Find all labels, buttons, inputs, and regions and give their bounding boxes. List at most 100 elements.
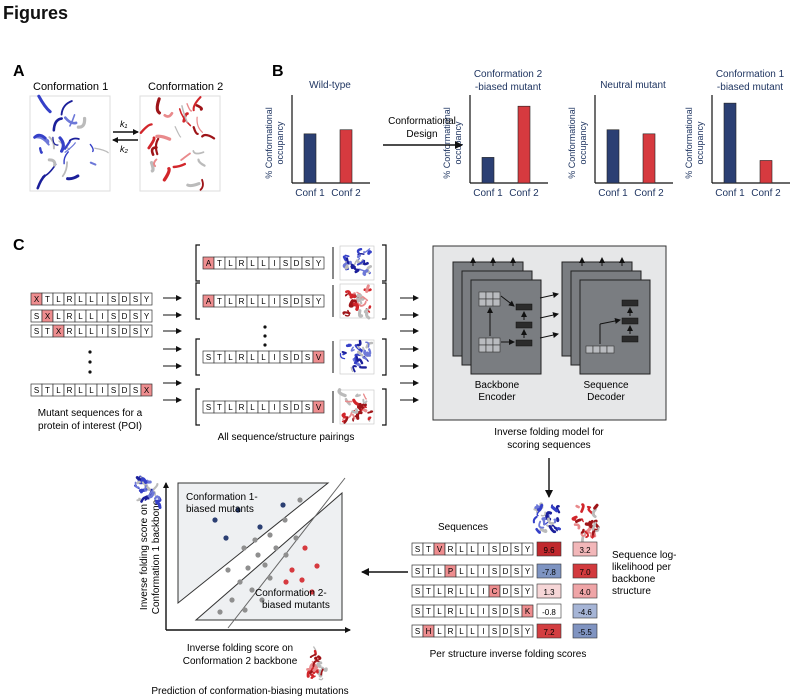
bar-chart-ylabel-line2: occupancy	[695, 121, 705, 165]
residue-letter: L	[437, 627, 442, 636]
residue-letter: T	[45, 327, 50, 336]
design-label-line2: Design	[406, 129, 437, 140]
region1-label-line2: biased mutants	[186, 504, 254, 515]
residue-letter: T	[426, 587, 431, 596]
bar-conf-2	[339, 129, 353, 184]
scatter-point-conf2	[299, 577, 305, 583]
bar-tick-label: Conf 2	[751, 188, 781, 199]
residue-letter: L	[437, 567, 442, 576]
residue-letter: Y	[316, 297, 322, 306]
protein-structure-conf1	[29, 94, 111, 192]
scatter-point-conf1	[235, 507, 241, 513]
scatter-point-conf2	[289, 567, 295, 573]
residue-letter: L	[250, 353, 255, 362]
score-structure-red	[571, 503, 600, 545]
scatter-point-conf2	[314, 563, 320, 569]
scatter-point-neutral	[237, 579, 243, 585]
residue-letter: S	[283, 403, 288, 412]
residue-letter: D	[122, 295, 128, 304]
residue-letter: L	[459, 587, 464, 596]
loglik-line3: backbone	[612, 574, 656, 585]
residue-letter: L	[228, 259, 233, 268]
scatter-structure-red	[306, 646, 328, 681]
residue-letter: S	[283, 353, 288, 362]
loglik-line4: structure	[612, 586, 651, 597]
residue-letter: V	[316, 403, 322, 412]
bar-conf-1	[723, 102, 737, 184]
residue-letter: L	[78, 295, 83, 304]
mutant-caption-line2: protein of interest (POI)	[38, 421, 142, 432]
pairing-ellipsis	[263, 325, 267, 347]
residue-letter: L	[261, 403, 266, 412]
scatter-point-neutral	[245, 565, 251, 571]
residue-letter: C	[492, 587, 498, 596]
residue-letter: D	[503, 567, 509, 576]
residue-letter: Y	[525, 567, 531, 576]
residue-letter: S	[305, 297, 310, 306]
pairings-caption: All sequence/structure pairings	[218, 432, 355, 443]
residue-letter: T	[217, 403, 222, 412]
bar-chart-title: -biased mutant	[717, 82, 783, 93]
residue-letter: D	[503, 627, 509, 636]
residue-letter: S	[133, 386, 138, 395]
score-structure-blue	[532, 502, 562, 534]
score-cell-conf2	[572, 583, 598, 599]
residue-letter: L	[228, 353, 233, 362]
scatter-point-neutral	[255, 552, 261, 558]
residue-letter: S	[305, 259, 310, 268]
residue-letter: D	[503, 587, 509, 596]
residue-letter: T	[45, 386, 50, 395]
residue-letter: H	[426, 627, 432, 636]
residue-cell	[140, 292, 153, 306]
residue-letter: S	[111, 386, 116, 395]
bar-tick-label: Conf 2	[331, 188, 361, 199]
residue-letter: S	[492, 607, 497, 616]
model-caption-line1: Inverse folding model for	[494, 427, 604, 438]
residue-letter: D	[122, 312, 128, 321]
residue-letter: S	[283, 259, 288, 268]
residue-letter: D	[294, 259, 300, 268]
residue-letter: L	[459, 627, 464, 636]
scatter-point-neutral	[229, 597, 235, 603]
score-value-conf2: 7.0	[579, 568, 591, 577]
residue-letter: L	[228, 297, 233, 306]
bar-chart-title: Conformation 2	[474, 69, 543, 80]
conformational-design-arrow: Conformational Design	[383, 116, 463, 149]
residue-letter: S	[514, 545, 519, 554]
bar-conf-2	[642, 133, 656, 184]
residue-letter: I	[101, 312, 103, 321]
residue-letter: Y	[144, 295, 150, 304]
residue-letter: L	[89, 386, 94, 395]
scatter-point-neutral	[282, 517, 288, 523]
residue-letter: R	[239, 297, 245, 306]
score-cell-conf1	[536, 583, 562, 599]
residue-letter: I	[101, 295, 103, 304]
scatter-ylabel-line1: Inverse folding score on	[139, 504, 150, 610]
prediction-scatter-plot: Conformation 1- biased mutants Conformat…	[134, 475, 351, 697]
score-cell-conf1	[536, 563, 562, 579]
residue-cell	[312, 294, 325, 308]
scatter-point-neutral	[297, 497, 303, 503]
residue-letter: I	[482, 587, 484, 596]
residue-letter: S	[305, 403, 310, 412]
residue-letter: L	[250, 403, 255, 412]
scores-header: Sequences	[438, 522, 488, 533]
scatter-point-neutral	[242, 607, 248, 613]
bar-tick-label: Conf 1	[598, 188, 628, 199]
residue-letter: L	[78, 386, 83, 395]
residue-cell	[521, 604, 534, 618]
loglik-line1: Sequence log-	[612, 550, 677, 561]
residue-letter: L	[56, 295, 61, 304]
encoder-label-line2: Encoder	[478, 392, 516, 403]
scatter-point-neutral	[283, 552, 289, 558]
scatter-point-neutral	[249, 587, 255, 593]
residue-letter: I	[273, 353, 275, 362]
residue-cell	[140, 309, 153, 323]
residue-letter: R	[448, 627, 454, 636]
